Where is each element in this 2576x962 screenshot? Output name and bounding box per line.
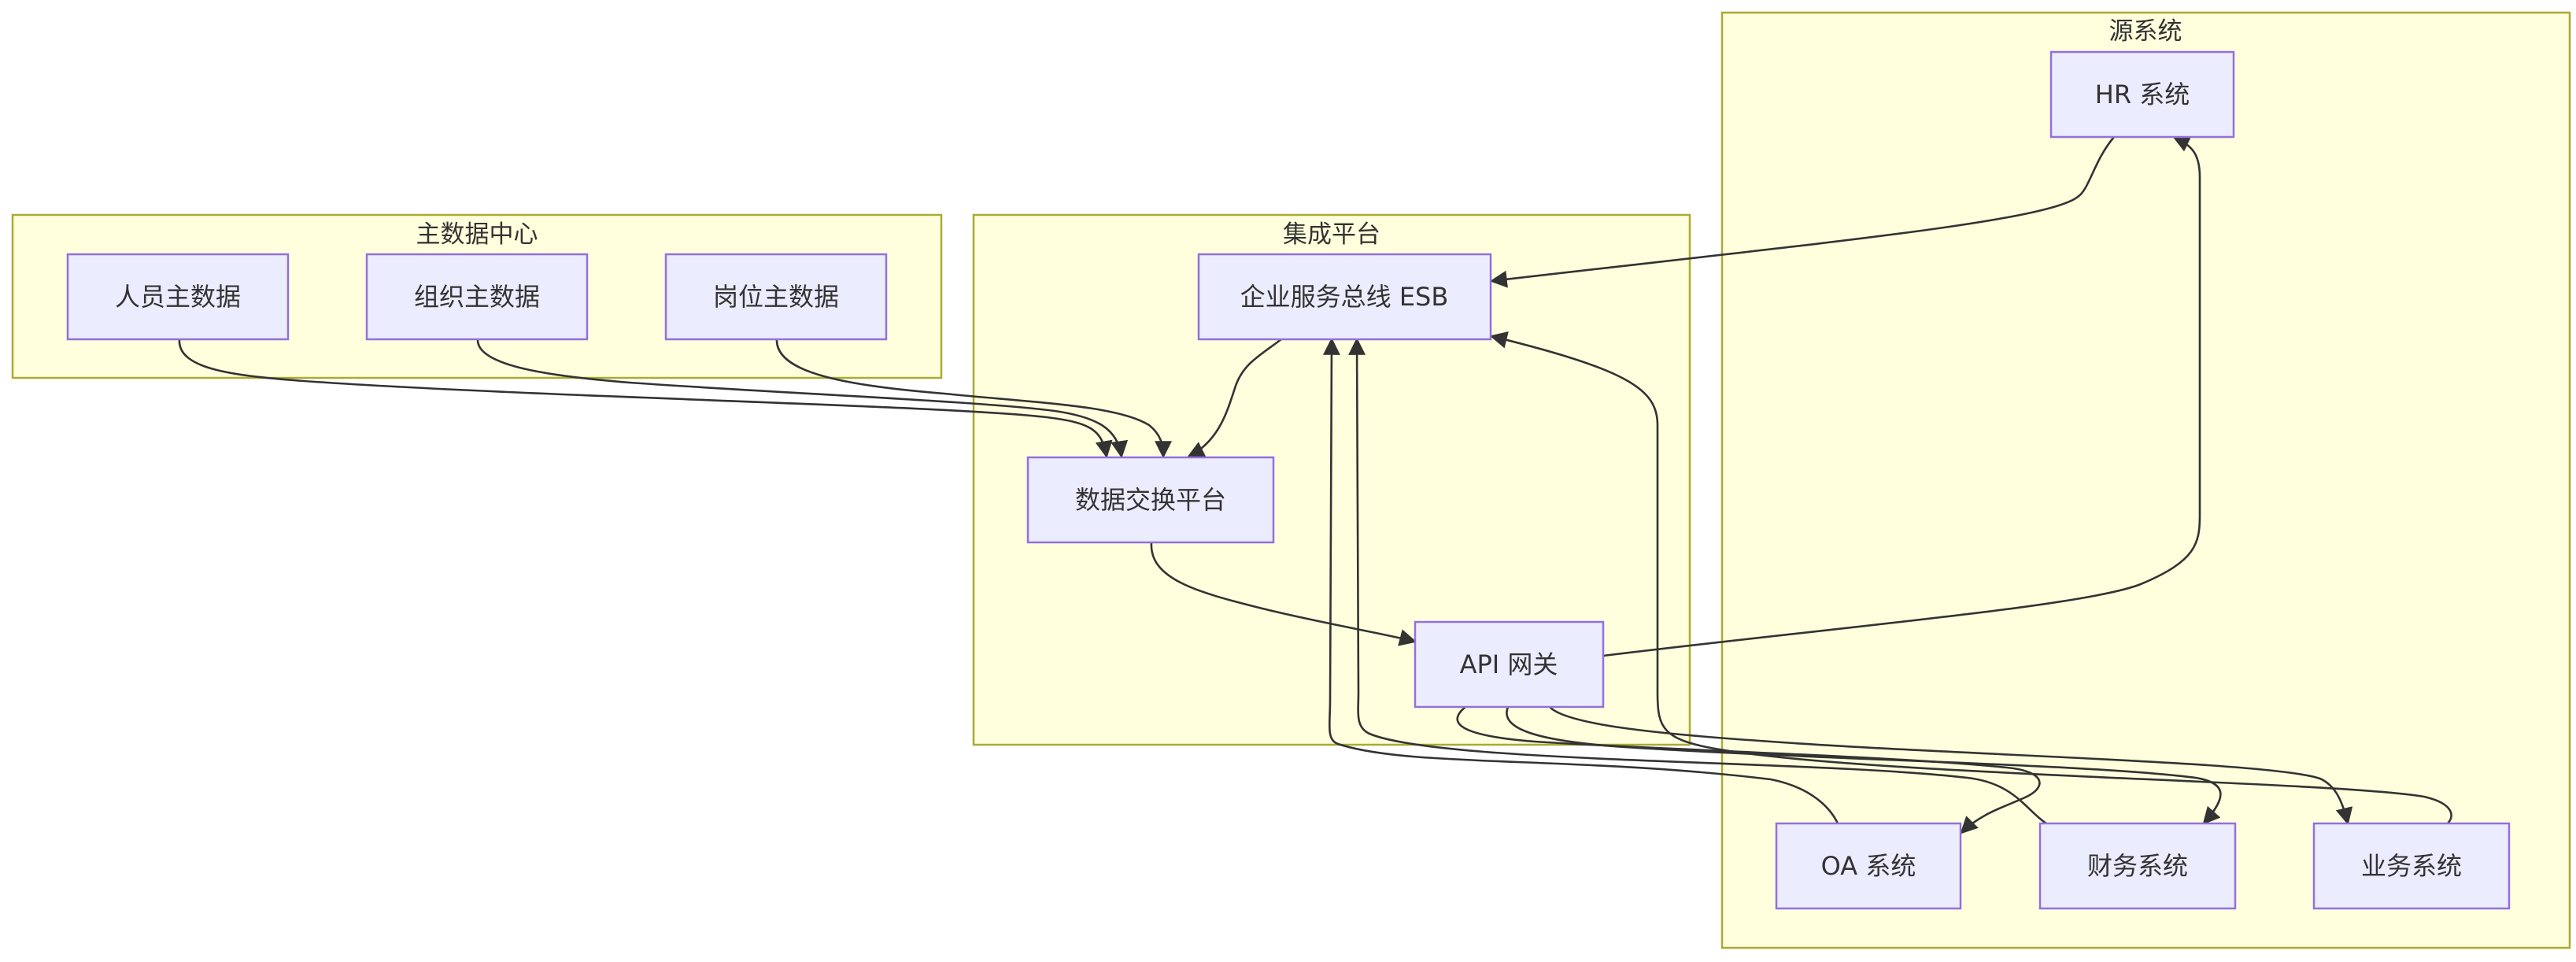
cluster-label-integration: 集成平台 <box>1283 220 1380 249</box>
node-label-finance: 财务系统 <box>2087 851 2188 881</box>
node-label-oa: OA 系统 <box>1821 851 1916 881</box>
edge-gateway-to-hr <box>1602 135 2201 657</box>
edge-oa-to-esb <box>1322 337 1839 824</box>
edge-person-to-exchange <box>178 339 1113 459</box>
node-label-esb: 企业服务总线 ESB <box>1240 282 1449 312</box>
node-label-gateway: API 网关 <box>1460 649 1558 679</box>
edge-gateway-to-finance <box>1506 706 2222 825</box>
node-oa-system[interactable]: OA 系统 <box>1775 822 1962 910</box>
node-label-person: 人员主数据 <box>115 282 241 312</box>
edge-business-to-esb <box>1489 331 2452 824</box>
node-hr-system[interactable]: HR 系统 <box>2049 50 2235 139</box>
edge-esb-to-exchange <box>1187 338 1282 458</box>
edges <box>178 135 2452 834</box>
edge-finance-to-esb <box>1348 337 2047 825</box>
node-finance-system[interactable]: 财务系统 <box>2038 822 2237 910</box>
edge-org-to-exchange <box>476 339 1129 459</box>
node-business-system[interactable]: 业务系统 <box>2312 822 2511 910</box>
edge-hr-to-esb <box>1489 136 2115 288</box>
node-label-position: 岗位主数据 <box>713 282 839 312</box>
node-position-master-data[interactable]: 岗位主数据 <box>664 253 888 341</box>
edge-exchange-to-gateway <box>1150 542 1417 646</box>
node-label-exchange: 数据交换平台 <box>1075 485 1226 515</box>
cluster-source-systems: 源系统 <box>1720 11 2571 949</box>
cluster-label-master: 主数据中心 <box>416 220 538 249</box>
node-label-hr: HR 系统 <box>2095 80 2190 109</box>
node-label-org: 组织主数据 <box>414 282 540 312</box>
node-esb[interactable]: 企业服务总线 ESB <box>1197 253 1492 341</box>
node-person-master-data[interactable]: 人员主数据 <box>66 253 290 341</box>
node-data-exchange-platform[interactable]: 数据交换平台 <box>1026 456 1275 544</box>
edge-gateway-to-oa <box>1456 705 2041 834</box>
cluster-label-source: 源系统 <box>2109 17 2182 46</box>
node-label-business: 业务系统 <box>2361 851 2462 881</box>
node-api-gateway[interactable]: API 网关 <box>1414 620 1605 709</box>
edge-gateway-to-business <box>1549 706 2353 826</box>
edge-position-to-exchange <box>775 339 1172 459</box>
node-org-master-data[interactable]: 组织主数据 <box>365 253 589 341</box>
